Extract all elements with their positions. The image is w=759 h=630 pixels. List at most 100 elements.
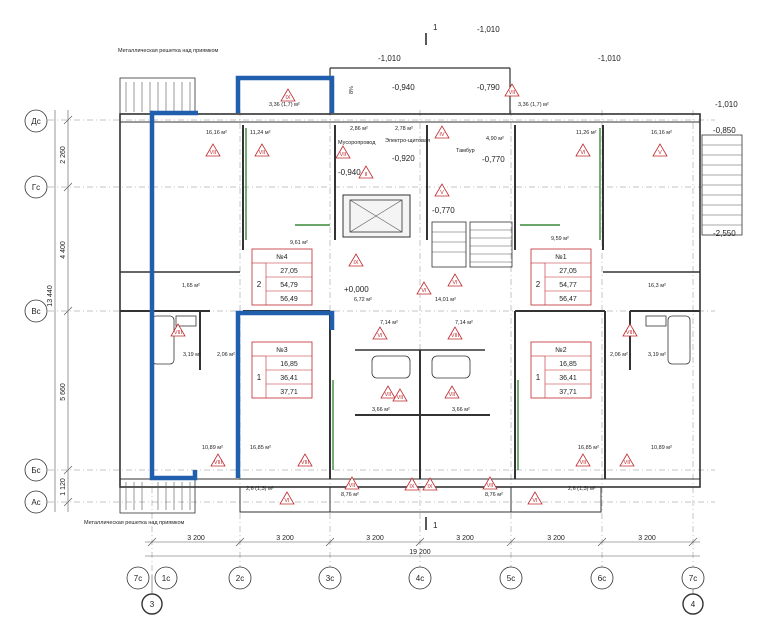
apartment-area: 27,05 [559, 268, 577, 275]
level-mark: -0,920 [392, 154, 415, 163]
dim-label: 2 260 [60, 146, 67, 164]
vertical-dimensions: 2 260 4 400 5 660 1 120 13 440 [47, 110, 73, 512]
finish-mark-triangle [210, 453, 226, 467]
finish-mark-triangle [527, 491, 543, 505]
bathtubs [151, 315, 691, 379]
finish-mark-triangle [652, 143, 668, 157]
apartment-table-2: №2 1 16,85 36,41 37,71 [530, 341, 592, 399]
axis-label: Ас [31, 498, 40, 507]
finish-mark-label: IX [409, 484, 415, 490]
axis-label: 3с [326, 574, 334, 583]
area-label: 6,72 м² [354, 297, 372, 303]
section-mark: 1 [433, 23, 438, 32]
dim-label: 3 200 [547, 535, 565, 542]
apartment-area: 54,77 [559, 282, 577, 289]
building-walls [119, 67, 701, 513]
finish-mark-triangle [392, 388, 408, 402]
area-label: 1,65 м² [182, 283, 200, 289]
apartment-rooms: 2 [257, 280, 262, 289]
finish-mark-triangle [619, 453, 635, 467]
finish-mark-triangle [404, 477, 420, 491]
finish-mark-label: IX [353, 260, 359, 266]
level-mark: -0,770 [482, 155, 505, 164]
area-label: 9,59 м² [551, 236, 569, 242]
area-label: 2,78 м² [395, 126, 413, 132]
area-label: 7,14 м² [380, 320, 398, 326]
area-label: 2,86 м² [350, 126, 368, 132]
apartment-area: 54,79 [280, 282, 298, 289]
finish-mark-triangle [504, 83, 520, 97]
area-label: 14,01 м² [435, 297, 456, 303]
level-mark: -0,940 [392, 83, 415, 92]
axis-label: Вс [31, 307, 40, 316]
slope-label: 8% [349, 86, 355, 94]
finish-mark-triangle [279, 491, 295, 505]
finish-mark-label: V [440, 190, 444, 196]
area-label: 10,89 м² [202, 445, 223, 451]
finish-mark-label: VIII [214, 460, 223, 466]
apartment-number: №1 [555, 254, 567, 261]
horizontal-dimensions: 3 200 3 200 3 200 3 200 3 200 3 200 19 2… [145, 535, 700, 557]
finish-mark-label: IV [439, 132, 445, 138]
area-label: 16,16 м² [206, 130, 227, 136]
axis-label: 7с [689, 574, 697, 583]
finish-mark-triangle [575, 453, 591, 467]
apartment-number: №4 [276, 254, 288, 261]
finish-mark-label: VII [259, 150, 266, 156]
finish-mark-label: VI [580, 150, 586, 156]
finish-mark-label: VIII [626, 330, 635, 336]
finish-mark-triangle [344, 476, 360, 490]
area-label: 3,36 (1,7) м² [518, 102, 549, 108]
room-name: Электро-щитовая [385, 138, 430, 144]
finish-mark-label: VII [210, 150, 217, 156]
level-mark: -2,550 [713, 229, 736, 238]
finish-mark-label: VII [624, 460, 631, 466]
apartment-area: 16,85 [559, 361, 577, 368]
partitions [245, 128, 601, 470]
finish-mark-triangle [297, 453, 313, 467]
axis-label: 7с [134, 574, 142, 583]
area-label: 16,85 м² [250, 445, 271, 451]
finish-mark-triangle [482, 476, 498, 490]
level-mark: -0,790 [477, 83, 500, 92]
room-areas: 3,36 (1,7) м² 2,86 м² 2,78 м² 4,90 м² 3,… [182, 102, 672, 498]
highlighted-wall [149, 75, 335, 481]
apartment-area: 27,05 [280, 268, 298, 275]
internal-stair [431, 221, 513, 268]
finish-mark-label: VI [284, 498, 290, 504]
area-label: 2,6 (1,3) м² [246, 486, 274, 492]
apartment-rooms: 1 [257, 373, 262, 382]
area-label: 3,66 м² [372, 407, 390, 413]
area-label: 11,26 м² [576, 130, 597, 136]
area-label: 3,19 м² [183, 352, 201, 358]
axis-ref-label: 3 [150, 600, 155, 609]
apartment-area: 37,71 [280, 389, 298, 396]
apartment-table-4: №4 2 27,05 54,79 56,49 [251, 248, 313, 306]
finish-mark-label: VI [532, 498, 538, 504]
dim-total-label: 19 200 [409, 549, 431, 556]
section-mark: 1 [433, 521, 438, 530]
finish-mark-triangle [380, 385, 396, 399]
apartment-area: 36,41 [280, 375, 298, 382]
finish-mark-triangle [447, 273, 463, 287]
area-label: 8,76 м² [485, 492, 503, 498]
dim-label: 4 400 [60, 241, 67, 259]
area-label: 3,66 м² [452, 407, 470, 413]
finish-mark-triangle [434, 125, 450, 139]
apartment-rooms: 1 [536, 373, 541, 382]
dim-label: 3 200 [276, 535, 294, 542]
finish-mark-label: VII [449, 392, 456, 398]
axis-label: Дс [31, 117, 40, 126]
apartment-number: №2 [555, 347, 567, 354]
note-text: Металлическая решетка над приямком [84, 520, 185, 526]
area-label: 3,36 (1,7) м² [269, 102, 300, 108]
axis-number-bubbles: 7с 1с 2с 3с 4с 5с 6с 7с 3 4 [126, 566, 705, 615]
axis-ref-label: 4 [691, 600, 696, 609]
area-label: 8,76 м² [341, 492, 359, 498]
axis-label: 2с [236, 574, 244, 583]
finish-mark-triangle [422, 477, 438, 491]
level-mark: +0,000 [344, 285, 369, 294]
finish-mark-triangle [358, 165, 374, 179]
apartment-area: 56,49 [280, 296, 298, 303]
axis-label: 5с [507, 574, 515, 583]
